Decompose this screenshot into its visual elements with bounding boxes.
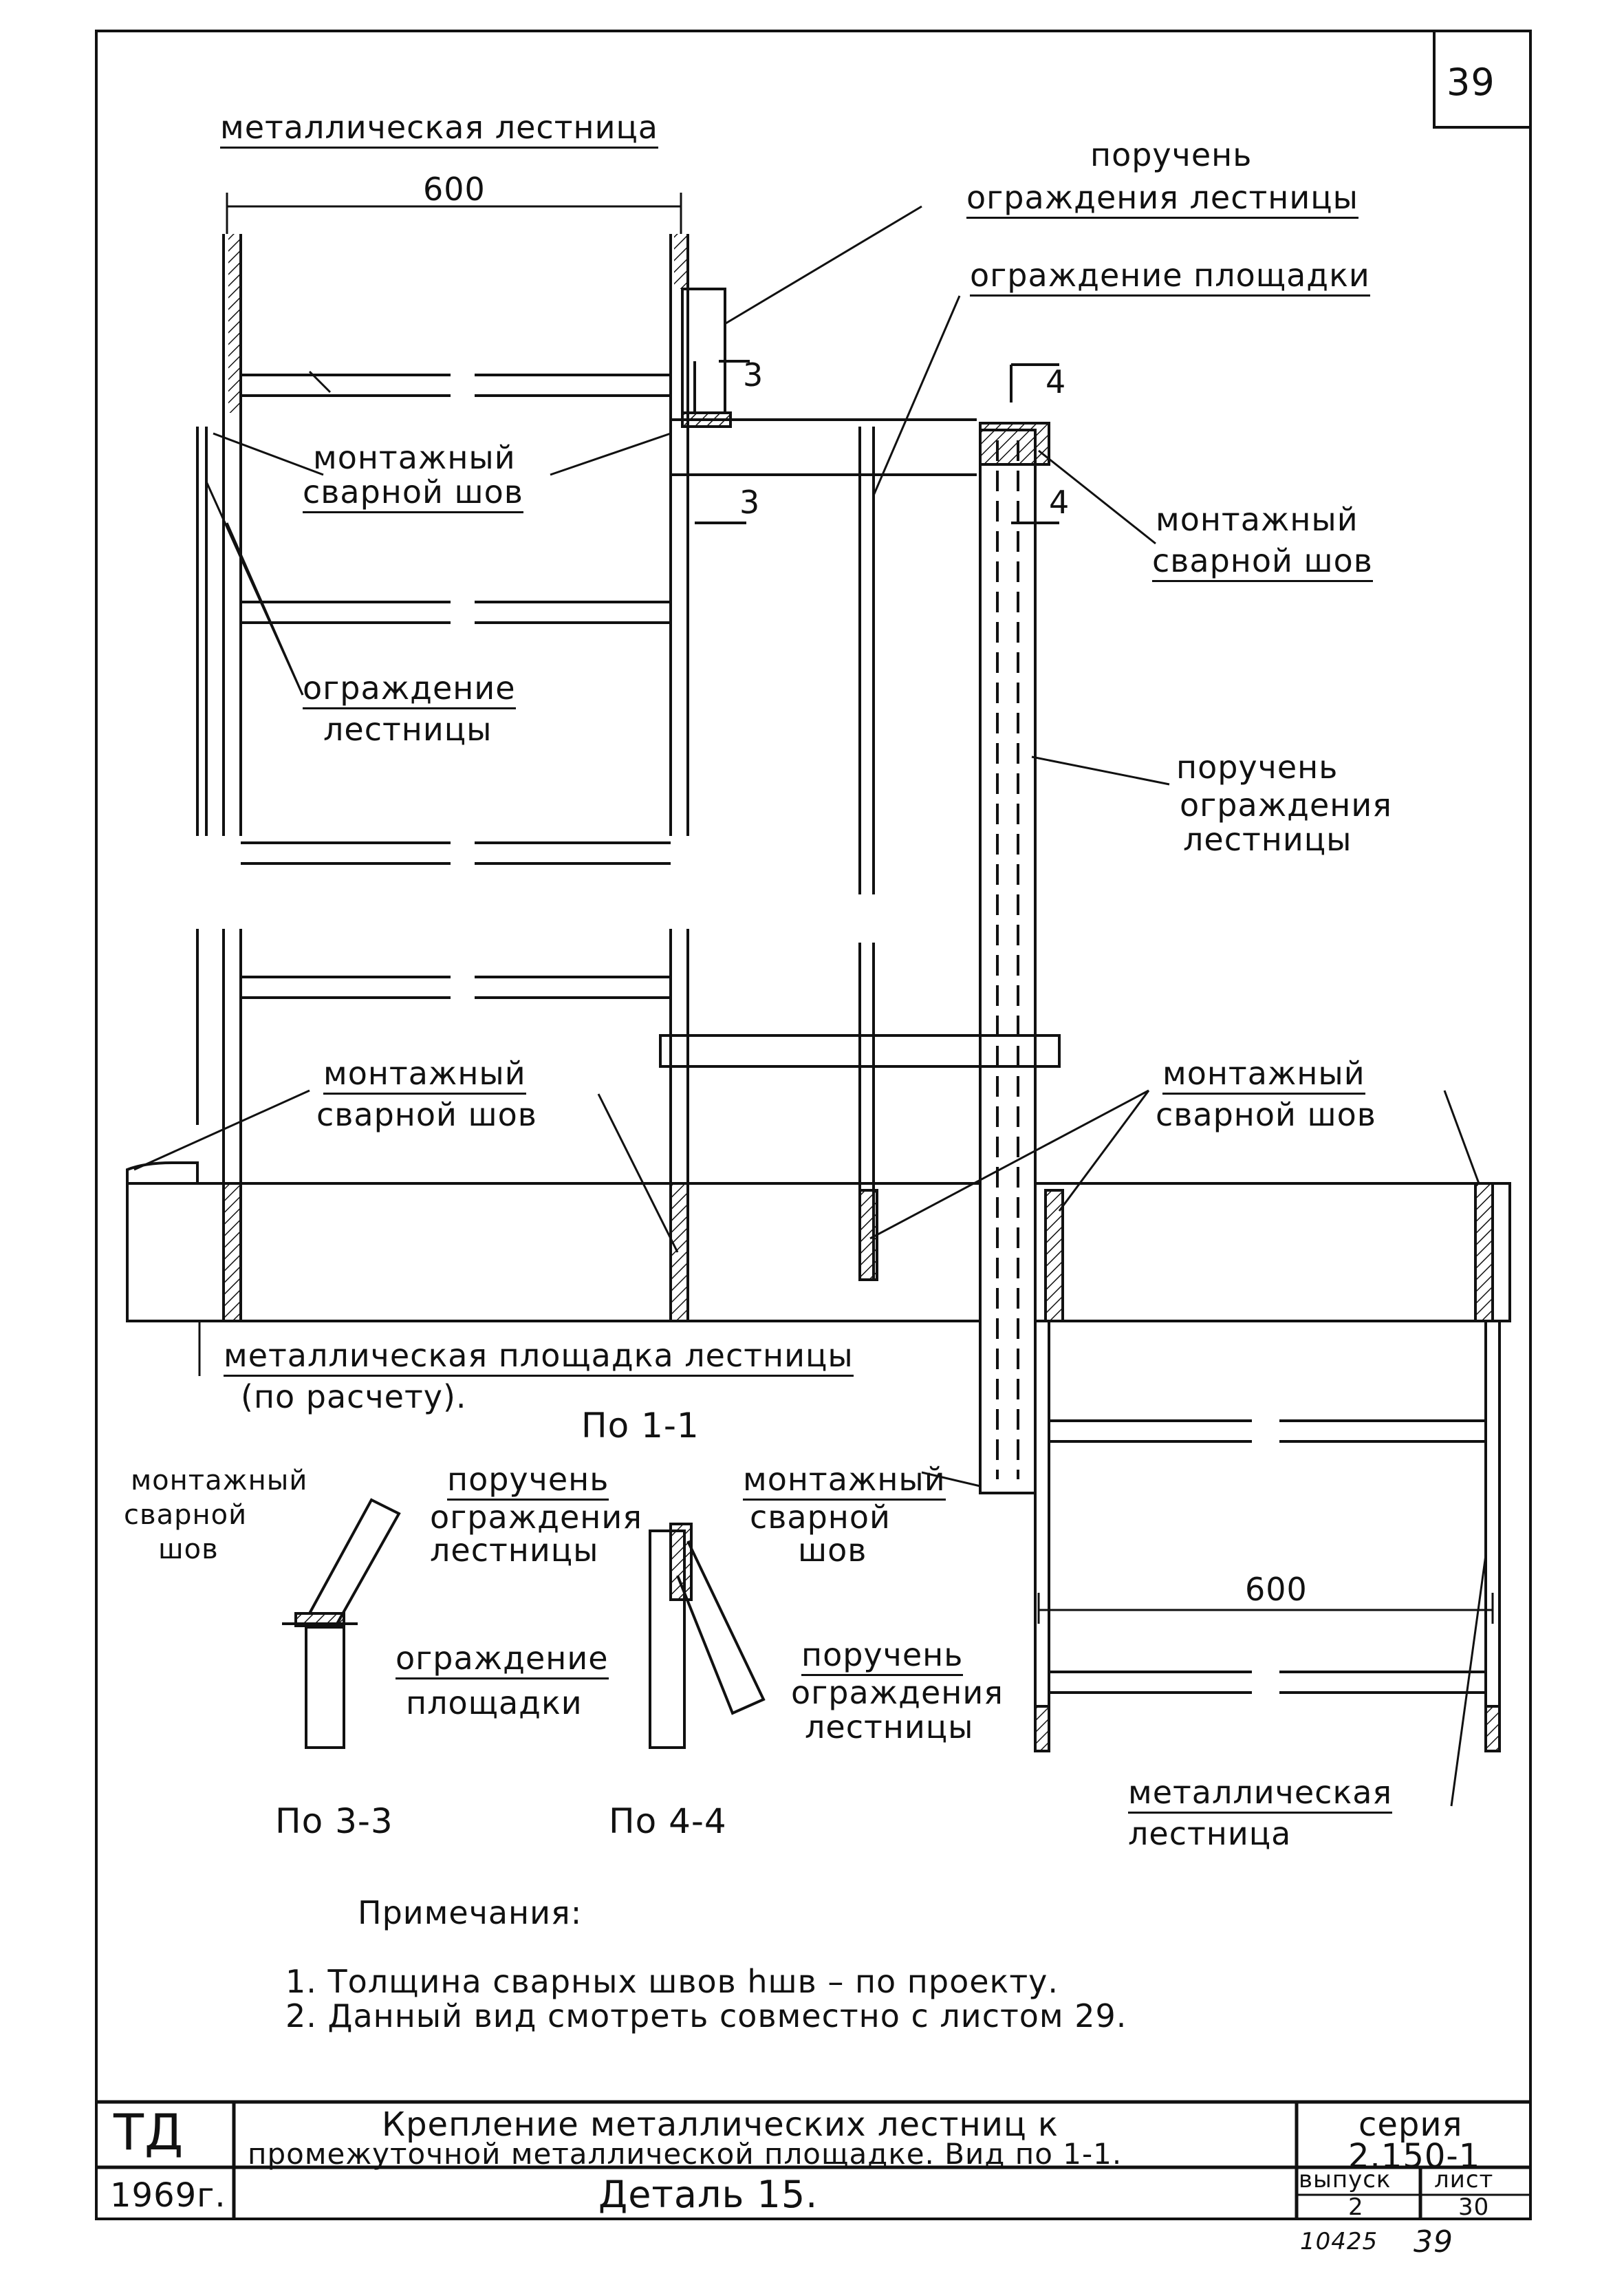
section-3-3-detail <box>282 1498 401 1749</box>
section-mark-3 <box>693 360 750 524</box>
sheet-number-box <box>1433 30 1532 129</box>
view-title-3-3: По 3-3 <box>275 1801 393 1841</box>
view-title-4-4: По 4-4 <box>609 1801 727 1841</box>
note-1: 1. Толщина сварных швов hшв – по проекту… <box>285 1963 1059 2000</box>
section-mark-3-bottom-num: 3 <box>739 484 761 521</box>
label-weld-a-2: сварной шов <box>303 475 523 513</box>
s44-weld-1: монтажный <box>743 1462 946 1501</box>
label-platform-2: (по расчету). <box>241 1378 467 1415</box>
label-platform-rail: ограждение площадки <box>970 258 1370 297</box>
label-ladder-guard-2: лестницы <box>323 711 492 748</box>
footer-right-number: 39 <box>1414 2224 1453 2259</box>
sheet-frame <box>95 30 1532 2220</box>
section-mark-4 <box>1010 363 1059 524</box>
note-2: 2. Данный вид смотреть совместно с листо… <box>285 1997 1127 2035</box>
label-weld-d-2: сварной шов <box>1156 1096 1376 1133</box>
ladder-lower-right <box>1034 1321 1501 1752</box>
ladder-right-post <box>669 234 689 1321</box>
title-block-detail: Деталь 15. <box>598 2173 819 2216</box>
label-ladder-top: металлическая лестница <box>220 110 658 149</box>
sheet-number: 39 <box>1447 61 1495 104</box>
title-block-org: ТД <box>113 2103 184 2161</box>
title-block-issue-label: выпуск <box>1299 2166 1392 2193</box>
label-weld-b-1: монтажный <box>1156 501 1358 538</box>
label-handrail-right-2: ограждения <box>1180 786 1392 824</box>
label-ladder-bottom-2: лестница <box>1128 1815 1292 1852</box>
s33-weld-2: сварной <box>124 1499 248 1531</box>
footer-left-number: 10425 <box>1300 2228 1378 2255</box>
title-block-sheet-label: лист <box>1434 2166 1494 2193</box>
label-ladder-bottom-1: металлическая <box>1128 1775 1393 1814</box>
section-4-4-detail <box>649 1523 766 1749</box>
label-handrail-top-1: поручень <box>1090 136 1253 173</box>
notes-heading: Примечания: <box>358 1894 583 1931</box>
s33-weld-3: шов <box>158 1534 219 1565</box>
s33-rail-1: ограждение <box>396 1641 609 1679</box>
s33-handrail-3: лестницы <box>430 1532 599 1569</box>
label-weld-c-1: монтажный <box>323 1056 526 1095</box>
title-block-sheet-value: 30 <box>1458 2193 1490 2221</box>
dimension-line-top <box>226 193 682 234</box>
dimension-600-bottom: 600 <box>1245 1571 1308 1608</box>
title-block-series-label: серия <box>1358 2105 1463 2144</box>
label-handrail-right-3: лестницы <box>1183 821 1352 858</box>
s44-handrail-3: лестницы <box>805 1708 974 1746</box>
label-weld-d-1: монтажный <box>1162 1056 1365 1095</box>
label-weld-c-2: сварной шов <box>316 1096 537 1133</box>
label-weld-a-1: монтажный <box>313 439 516 476</box>
s33-weld-1: монтажный <box>131 1465 308 1496</box>
title-block-title-1: Крепление металлических лестниц к <box>382 2105 1059 2144</box>
platform-slab <box>126 1161 1511 1322</box>
title-block-title-2: промежуточной металлической площадке. Ви… <box>248 2137 1123 2171</box>
section-mark-4-bottom-num: 4 <box>1049 484 1070 521</box>
section-mark-4-top-num: 4 <box>1046 363 1067 400</box>
s44-handrail-1: поручень <box>801 1638 964 1676</box>
title-block-issue-value: 2 <box>1348 2193 1364 2221</box>
ladder-rungs <box>241 374 671 999</box>
s33-rail-2: площадки <box>406 1684 583 1721</box>
dimension-600-top: 600 <box>423 171 486 208</box>
handrail-right-post <box>979 422 1050 1494</box>
s44-weld-2: сварной <box>750 1499 891 1536</box>
s44-handrail-2: ограждения <box>791 1674 1004 1711</box>
label-handrail-top-2: ограждения лестницы <box>966 180 1358 219</box>
view-title-1-1: По 1-1 <box>581 1406 700 1446</box>
leader-lines <box>133 205 1487 1807</box>
label-weld-b-2: сварной шов <box>1152 544 1373 582</box>
section-mark-3-top-num: 3 <box>743 356 764 394</box>
label-handrail-right-1: поручень <box>1176 749 1339 786</box>
s44-weld-3: шов <box>798 1532 867 1569</box>
label-platform-1: металлическая площадка лестницы <box>224 1338 854 1377</box>
label-ladder-guard-1: ограждение <box>303 671 516 709</box>
s33-handrail-1: поручень <box>447 1462 609 1501</box>
title-block-series-value: 2.150-1 <box>1348 2137 1481 2176</box>
ladder-left-post <box>196 234 242 1321</box>
title-block-year: 1969г. <box>110 2176 226 2215</box>
s33-handrail-2: ограждения <box>430 1499 642 1536</box>
